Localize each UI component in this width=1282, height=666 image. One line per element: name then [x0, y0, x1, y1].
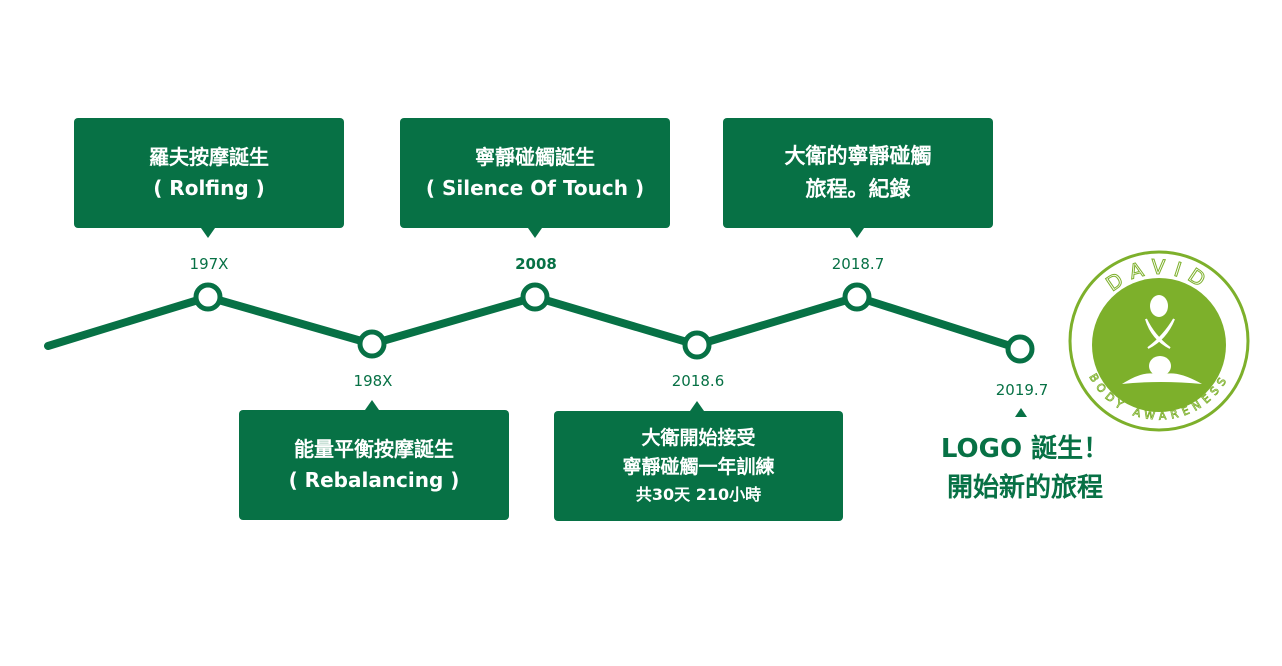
timeline-node-198x	[357, 329, 387, 359]
timeline-node-2018-7	[842, 282, 872, 312]
milestone-title: 大衛的寧靜碰觸	[784, 144, 932, 168]
pointer	[1015, 408, 1027, 417]
timeline-node-197x	[193, 282, 223, 312]
date-label: 2018.7	[831, 255, 885, 273]
date-label: 2008	[515, 255, 557, 273]
milestone-box-rolfing: 羅夫按摩誕生 ( Rolfing )	[74, 118, 344, 228]
timeline-node-2019-7	[1005, 334, 1035, 364]
timeline-node-2008	[520, 282, 550, 312]
milestone-box-david-journey: 大衛的寧靜碰觸 旅程。紀錄	[723, 118, 993, 228]
date-label: 2019.7	[995, 381, 1049, 399]
pointer	[850, 228, 864, 238]
timeline-node-2018-6	[682, 330, 712, 360]
milestone-line: 開始新的旅程	[946, 473, 1103, 503]
milestone-box-rebalancing: 能量平衡按摩誕生 ( Rebalancing )	[239, 410, 509, 520]
pointer	[528, 228, 542, 238]
milestone-subtitle: 旅程。紀錄	[805, 177, 911, 201]
pointer	[365, 400, 379, 410]
milestone-subtitle: ( Silence Of Touch )	[425, 176, 645, 200]
pointer	[690, 401, 704, 411]
date-label: 198X	[353, 372, 393, 390]
milestone-title: 寧靜碰觸誕生	[475, 145, 595, 169]
date-label: 197X	[189, 255, 229, 273]
milestone-title: 羅夫按摩誕生	[149, 145, 269, 169]
milestone-line: 寧靜碰觸一年訓練	[622, 456, 775, 478]
milestone-line: 共30天 210小時	[635, 485, 762, 504]
date-label: 2018.6	[671, 372, 725, 390]
pointer	[201, 228, 215, 238]
milestone-box-silence-of-touch: 寧靜碰觸誕生 ( Silence Of Touch )	[400, 118, 670, 228]
milestone-subtitle: ( Rolfing )	[153, 176, 265, 200]
milestone-line: 大衛開始接受	[641, 427, 756, 449]
milestone-subtitle: ( Rebalancing )	[288, 468, 460, 492]
milestone-box-training: 大衛開始接受 寧靜碰觸一年訓練 共30天 210小時	[554, 411, 843, 521]
milestone-title: 能量平衡按摩誕生	[294, 437, 454, 461]
milestone-line: LOGO 誕生！	[940, 434, 1110, 464]
david-body-awareness-logo: DAVID BODY AWARENESS	[1068, 250, 1250, 432]
logo-milestone-text: LOGO 誕生！ 開始新的旅程	[930, 430, 1120, 508]
